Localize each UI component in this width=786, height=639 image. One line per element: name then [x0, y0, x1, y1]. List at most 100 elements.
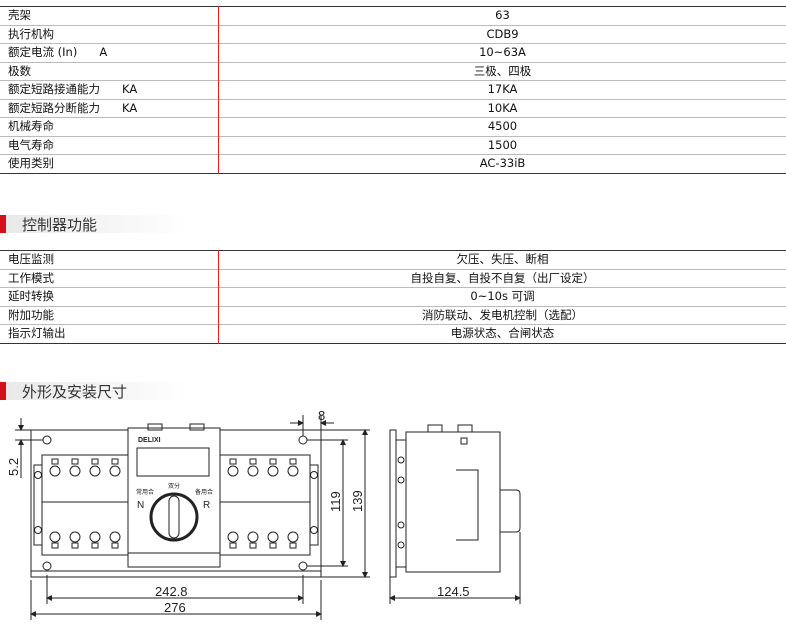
terminal-label [71, 458, 79, 465]
dim-height-outer: 139 [350, 490, 365, 512]
table-row: 额定电流 (In) A 10~63A [0, 43, 786, 62]
table-row: 电压监测 欠压、失压、断相 [0, 250, 786, 269]
terminal-screw [89, 531, 101, 543]
table-row: 额定短路分断能力 KA 10KA [0, 98, 786, 118]
function-value: 欠压、失压、断相 [456, 252, 549, 267]
terminal-screw [247, 531, 259, 543]
function-label: 附加功能 [0, 305, 219, 325]
dim-top-offset: 8 [318, 408, 325, 423]
function-label: 工作模式 [0, 268, 219, 288]
section-title: 外形及安装尺寸 [22, 383, 128, 401]
spec-value: 63 [495, 8, 510, 23]
terminal-label [111, 458, 119, 465]
spec-unit: A [99, 45, 108, 60]
spec-label-text: 使用类别 [8, 156, 54, 171]
section-header-dimensions: 外形及安装尺寸 [0, 382, 190, 401]
table-row: 极数三极、四极 [0, 61, 786, 81]
section-title: 控制器功能 [22, 216, 98, 234]
terminal-label [111, 542, 119, 549]
terminal-screw [287, 531, 299, 543]
terminal-screw [109, 465, 121, 477]
terminal-label [289, 542, 297, 549]
spec-label: 执行机构 [0, 24, 219, 44]
spec-label-text: 壳架 [8, 8, 31, 23]
front-view: DELIXI 常用合 N 双分 备用合 R [30, 423, 322, 578]
terminal-label [269, 542, 277, 549]
terminal-screw [69, 465, 81, 477]
terminal-screw [227, 465, 239, 477]
spec-label-text: 额定短路分断能力 [8, 100, 100, 115]
dim-width-holes: 242.8 [155, 584, 188, 599]
table-row: 壳架 63 [0, 6, 786, 25]
terminal-screw [267, 531, 279, 543]
spec-label: 额定短路分断能力 KA [0, 98, 219, 118]
spec-label: 使用类别 [0, 154, 219, 173]
terminal-screw [69, 531, 81, 543]
function-value: 0~10s 可调 [218, 287, 786, 306]
front-dimensions: 242.8 276 139 119 8 5.2 [6, 408, 370, 620]
terminal-label [91, 542, 99, 549]
terminal-label [229, 542, 237, 549]
standby-label: 备用合 [195, 488, 213, 496]
double-off-label: 双分 [168, 482, 180, 490]
terminal-screw [267, 465, 279, 477]
terminal-label [249, 458, 257, 465]
spec-label-text: 电气寿命 [8, 137, 54, 152]
function-value: 消防联动、发电机控制（选配） [218, 305, 786, 325]
dim-height-holes: 119 [328, 491, 343, 512]
spec-label: 机械寿命 [0, 117, 219, 136]
side-view: 124.5 [389, 424, 521, 604]
table-row: 指示灯输出电源状态、合闸状态 [0, 324, 786, 343]
section-marker [0, 215, 6, 233]
function-value: 电源状态、合闸状态 [218, 324, 786, 343]
function-label: 指示灯输出 [0, 324, 219, 343]
terminal-label [229, 458, 237, 465]
terminal-screw [49, 465, 61, 477]
spec-value: CDB9 [218, 24, 786, 44]
spec-label-text: 额定电流 (In) [8, 45, 78, 60]
terminal-screw [287, 465, 299, 477]
dim-depth: 124.5 [437, 584, 470, 599]
dimension-drawing: DELIXI 常用合 N 双分 备用合 R 242.8 276 139 119 … [6, 408, 521, 620]
section-header-controller: 控制器功能 [0, 215, 190, 234]
table-row: 附加功能消防联动、发电机控制（选配） [0, 305, 786, 325]
dim-width-outer: 276 [164, 600, 186, 615]
function-label: 电压监测 [0, 250, 219, 269]
terminal-screw [89, 465, 101, 477]
terminal-screw [227, 531, 239, 543]
terminal-label [51, 542, 59, 549]
spec-unit: KA [122, 82, 138, 97]
terminal-screw [49, 531, 61, 543]
section-marker [0, 382, 6, 400]
spec-value: 10KA [218, 98, 786, 118]
terminal-label [269, 458, 277, 465]
spec-label: 电气寿命 [0, 135, 219, 155]
terminal-label [249, 542, 257, 549]
terminal-label [51, 458, 59, 465]
spec-label: 额定短路接通能力 KA [0, 80, 219, 99]
table-row: 电气寿命 1500 [0, 135, 786, 155]
spec-unit: KA [122, 100, 138, 115]
spec-value: 1500 [218, 135, 786, 155]
spec-value: 10~63A [218, 43, 786, 62]
normal-label: 常用合 [136, 488, 154, 496]
dim-hole-offset: 5.2 [6, 458, 21, 476]
terminal-screw [109, 531, 121, 543]
terminal-label [91, 458, 99, 465]
spec-label: 极数 [0, 61, 219, 81]
spec-label-text: 额定短路接通能力 [8, 82, 100, 97]
spec-label: 额定电流 (In) A [0, 43, 219, 62]
table-row: 工作模式自投自复、自投不自复（出厂设定） [0, 268, 786, 288]
spec-label: 壳架 [0, 6, 219, 25]
spec-value: 三极、四极 [218, 61, 786, 81]
function-value: 自投自复、自投不自复（出厂设定） [218, 268, 786, 288]
terminal-screw [247, 465, 259, 477]
terminal-label [289, 458, 297, 465]
